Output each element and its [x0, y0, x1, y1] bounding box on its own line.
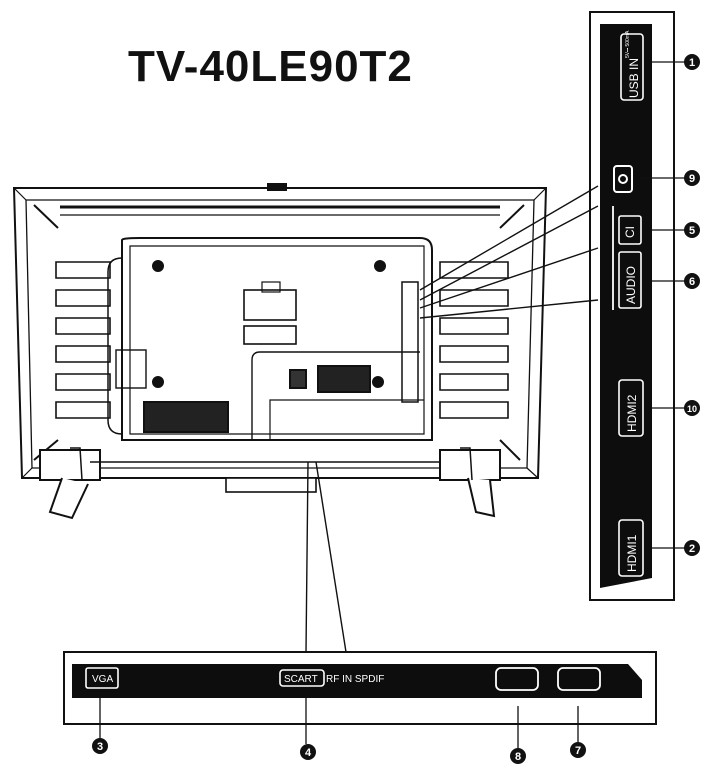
model-title: TV-40LE90T2 — [128, 42, 413, 91]
callout-circle — [684, 170, 700, 186]
rib — [55, 373, 111, 391]
zoom-lines-bottom — [305, 461, 347, 653]
callout-number: 1 — [689, 57, 695, 69]
callout-circle — [510, 748, 526, 764]
rib — [439, 261, 509, 279]
rf-spdif-label: RF IN SPDIF — [326, 674, 384, 685]
callout-circle — [300, 744, 316, 760]
callout-circle — [570, 742, 586, 758]
hdmi2-label: HDMI2 — [625, 394, 639, 432]
callout-number: 5 — [689, 225, 695, 237]
leader-lines — [99, 61, 688, 748]
callout-number: 6 — [689, 276, 695, 288]
callout-number: 9 — [689, 173, 695, 185]
rib — [439, 345, 509, 363]
callout-number: 3 — [97, 741, 103, 753]
bottom-connector-panel — [63, 651, 657, 725]
side-connector-panel — [589, 11, 675, 601]
usb-label: USB IN — [627, 58, 641, 98]
callout-circle — [684, 222, 700, 238]
rib — [55, 261, 111, 279]
ci-label: CI — [623, 226, 637, 238]
tv-stand — [39, 447, 501, 520]
rib — [55, 317, 111, 335]
callout-number: 4 — [305, 747, 312, 759]
callout-number: 2 — [689, 543, 695, 555]
rib — [439, 401, 509, 419]
usb-sub-label: 5V⎓ 500mA — [625, 30, 631, 58]
vga-label: VGA — [92, 674, 113, 685]
audio-label: AUDIO — [624, 266, 638, 304]
callout-circle — [684, 400, 700, 416]
callout-number: 8 — [515, 751, 521, 763]
rib — [55, 345, 111, 363]
callouts: 1 9 5 6 10 2 3 4 8 7 — [92, 54, 700, 764]
zoom-lines-side — [419, 185, 599, 319]
callout-circle — [684, 540, 700, 556]
rib — [55, 401, 111, 419]
callout-number: 7 — [575, 745, 581, 757]
callout-circle — [92, 738, 108, 754]
rib — [439, 373, 509, 391]
rib — [55, 289, 111, 307]
hdmi1-label: HDMI1 — [625, 534, 639, 572]
callout-circle — [684, 273, 700, 289]
tv-ribs — [55, 261, 509, 419]
callout-circle — [684, 54, 700, 70]
tv-center-panel — [107, 237, 433, 441]
scart-label: SCART — [284, 674, 318, 685]
callout-number: 10 — [687, 404, 697, 414]
rib — [439, 317, 509, 335]
